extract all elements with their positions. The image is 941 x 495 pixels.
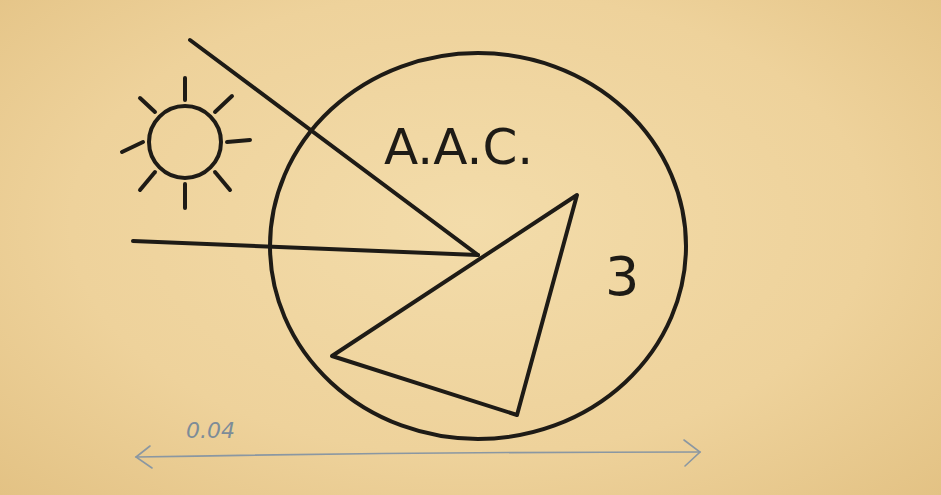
circle-node: A.A.C. 3 (267, 50, 689, 442)
callout-number: 3 (605, 250, 639, 304)
circle-title: A.A.C. (384, 122, 533, 172)
circle-outline (267, 50, 689, 442)
prism-triangle (332, 195, 577, 415)
dimension-line (136, 440, 700, 468)
dimension-value: 0.04 (186, 420, 235, 442)
sun-symbol (122, 78, 250, 208)
